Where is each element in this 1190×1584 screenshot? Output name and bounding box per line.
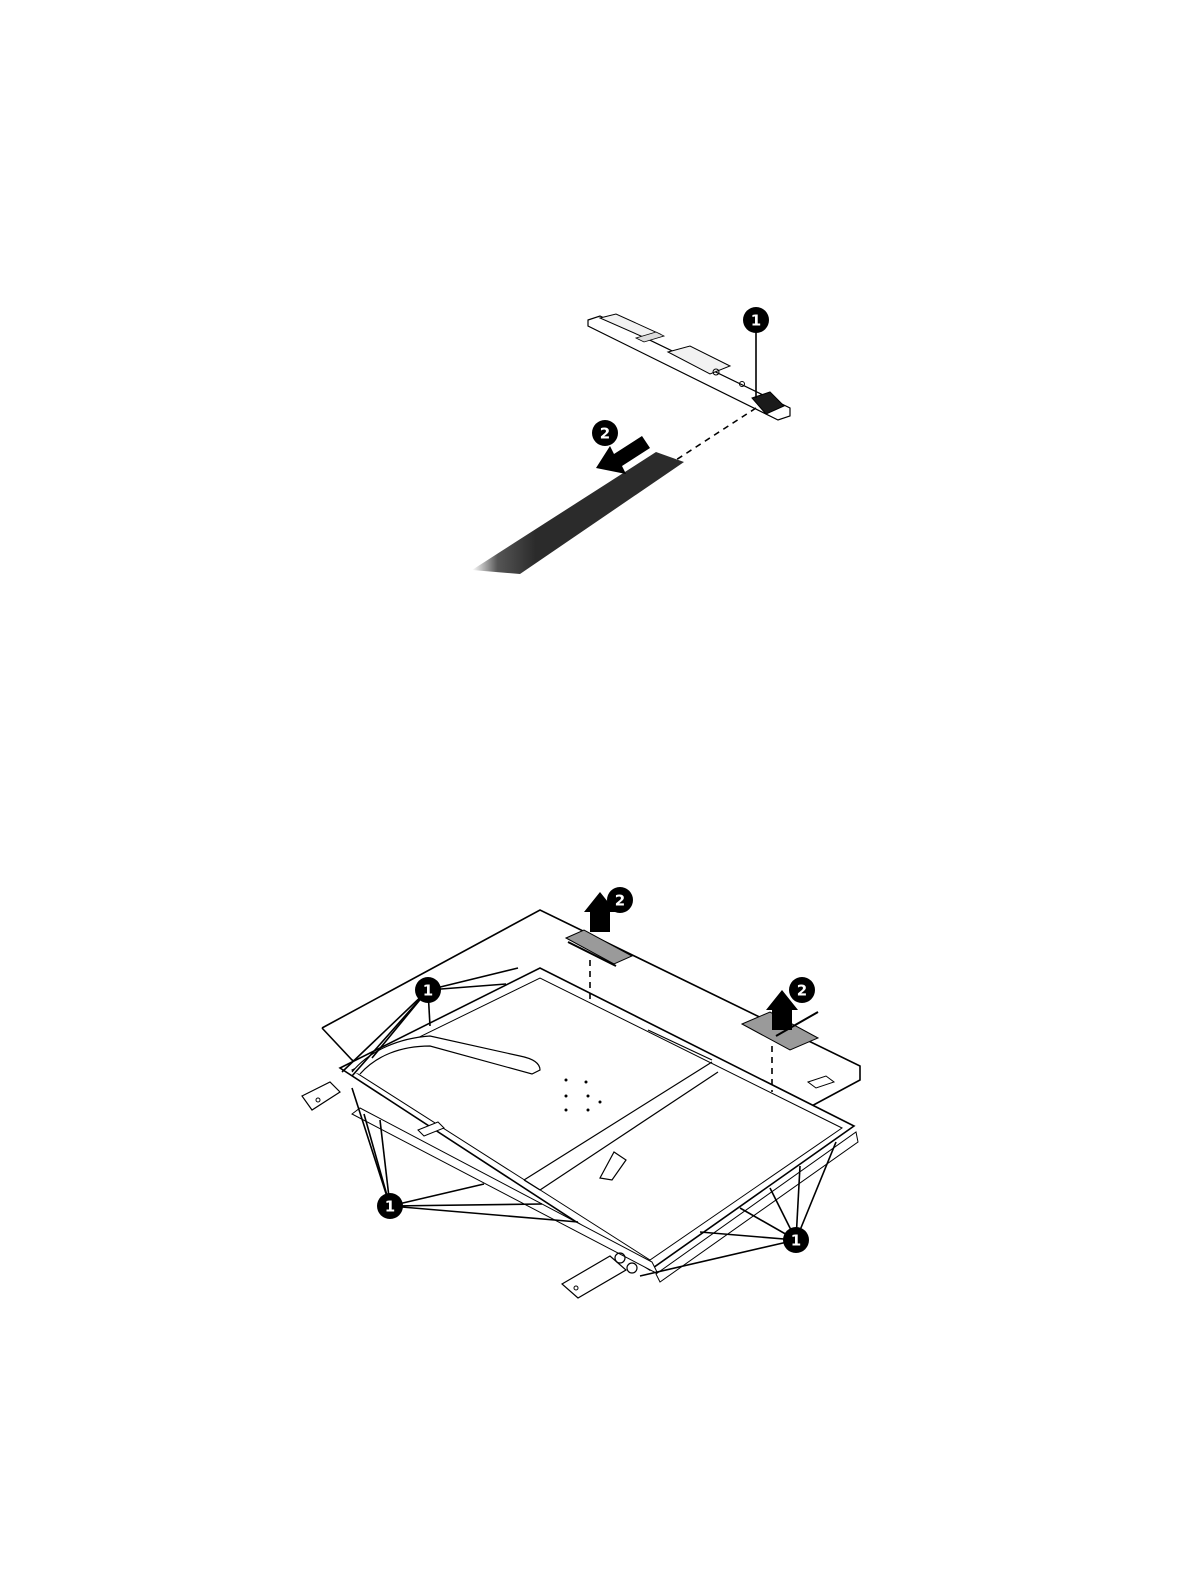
right-hinge — [562, 1253, 637, 1298]
svg-text:1: 1 — [385, 1198, 395, 1216]
callout-badge-1-bottom-left: 1 — [377, 1193, 403, 1219]
alignment-dashed-line — [676, 408, 756, 460]
svg-text:2: 2 — [600, 425, 610, 443]
callout-badge-1-bottom-right: 1 — [783, 1227, 809, 1253]
display-cable — [472, 452, 684, 574]
left-hinge — [302, 1082, 340, 1110]
svg-text:2: 2 — [797, 982, 807, 1000]
svg-text:1: 1 — [423, 982, 433, 1000]
callout-badge-1-top: 1 — [415, 977, 441, 1003]
corner-part — [808, 1076, 834, 1088]
svg-text:1: 1 — [751, 312, 761, 330]
svg-text:1: 1 — [791, 1232, 801, 1250]
svg-text:2: 2 — [615, 892, 625, 910]
callout-badge-1: 1 — [743, 307, 769, 333]
bottom-illustration: 1 1 1 2 2 — [0, 860, 1190, 1320]
top-illustration: 1 2 — [0, 0, 1190, 640]
callout-badge-2-right-marker: 2 — [789, 977, 815, 1003]
figure-display-back-cover: 1 1 1 2 2 — [0, 860, 1190, 1320]
callout-badge-2: 2 — [592, 420, 618, 446]
figure-camera-cable-disconnect: 1 2 — [0, 0, 1190, 640]
tape-center — [566, 930, 632, 966]
callout-badge-2-center: 2 — [607, 887, 633, 913]
